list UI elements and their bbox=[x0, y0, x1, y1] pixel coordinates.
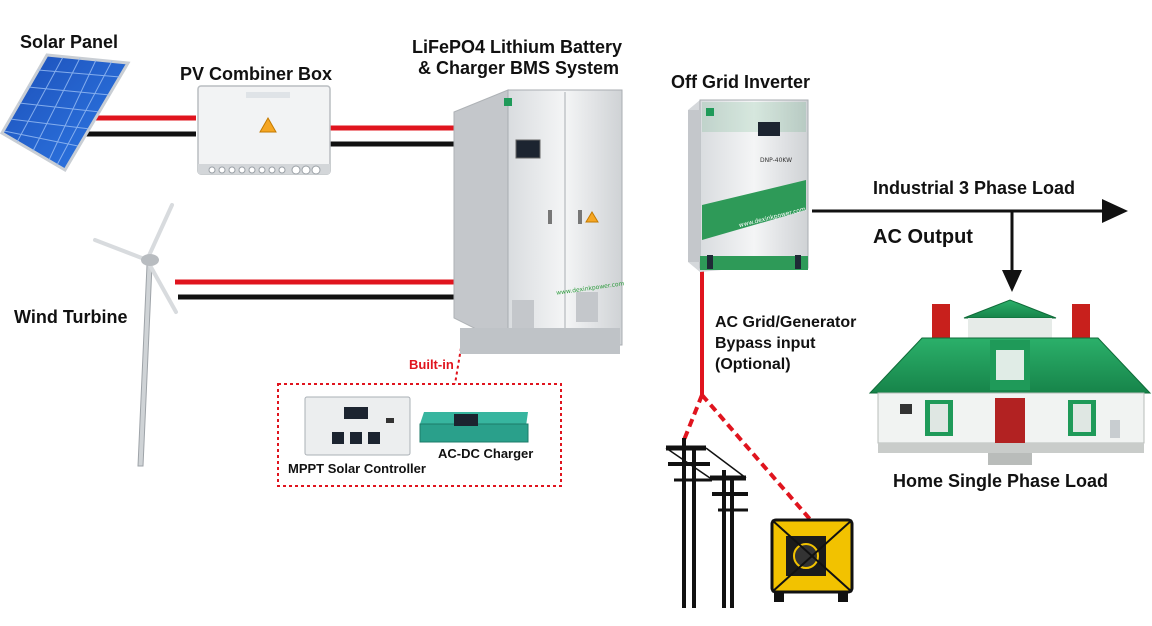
ac-output-line bbox=[812, 199, 1128, 292]
solar-panel-label: Solar Panel bbox=[20, 32, 119, 52]
bypass-label-line1: AC Grid/Generator bbox=[715, 314, 857, 331]
built-in-label: Built-in bbox=[409, 357, 454, 372]
acdc-charger-label: AC-DC Charger bbox=[438, 446, 534, 461]
bypass-input-line bbox=[682, 268, 817, 527]
industrial-load-label: Industrial 3 Phase Load bbox=[873, 178, 1076, 198]
pv-combiner-box-label: PV Combiner Box bbox=[180, 64, 333, 84]
solar-panel-icon bbox=[0, 53, 131, 173]
wind-turbine-icon bbox=[93, 203, 178, 467]
acdc-charger-icon bbox=[419, 412, 529, 443]
battery-title-line1: LiFePO4 Lithium Battery bbox=[412, 37, 623, 57]
inverter-label: Off Grid Inverter bbox=[671, 72, 811, 92]
generator-icon bbox=[770, 518, 854, 602]
house-icon bbox=[868, 299, 1152, 465]
wind-turbine-label: Wind Turbine bbox=[14, 307, 128, 327]
battery-cabinet-icon bbox=[453, 89, 623, 354]
mppt-controller-label: MPPT Solar Controller bbox=[288, 461, 426, 476]
combiner-to-battery-wires bbox=[330, 125, 455, 147]
inverter-model-text: DNP-40KW bbox=[760, 157, 793, 164]
bypass-label-line2: Bypass input bbox=[715, 335, 816, 352]
battery-title-line2: & Charger BMS System bbox=[418, 58, 620, 78]
mppt-controller-icon bbox=[304, 396, 411, 456]
utility-pole-icon bbox=[665, 438, 748, 608]
bypass-label-line3: (Optional) bbox=[715, 356, 791, 373]
home-load-label: Home Single Phase Load bbox=[893, 471, 1109, 491]
ac-output-label: AC Output bbox=[873, 226, 973, 248]
combiner-box-icon bbox=[197, 85, 331, 175]
solar-to-combiner-wires bbox=[80, 115, 196, 137]
wind-to-battery-wires bbox=[175, 279, 455, 300]
inverter-icon bbox=[688, 99, 809, 272]
